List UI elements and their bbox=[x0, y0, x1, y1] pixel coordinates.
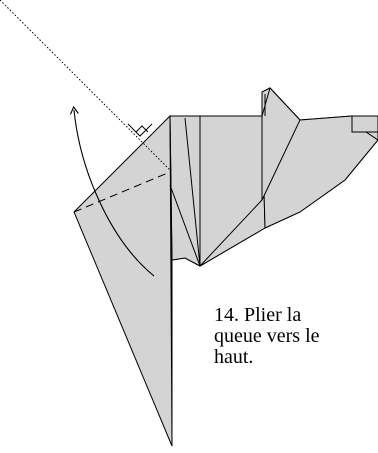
ear-tab bbox=[351, 115, 378, 141]
fold-arrow bbox=[69, 105, 155, 277]
model-body bbox=[73, 87, 378, 447]
crease-line bbox=[169, 184, 201, 267]
crease-line bbox=[199, 199, 263, 267]
crease-line bbox=[169, 115, 173, 261]
body-front bbox=[169, 115, 266, 267]
tail-flap bbox=[73, 114, 173, 447]
instruction-line-3: haut. bbox=[214, 346, 254, 368]
crease-line bbox=[184, 117, 201, 267]
step-instruction: 14. Plier la queue vers le haut. bbox=[214, 305, 374, 368]
reference-dotted-line bbox=[0, 0, 171, 171]
right-angle-mark-box bbox=[135, 125, 149, 133]
right-angle-mark bbox=[127, 123, 153, 137]
valley-fold-line bbox=[73, 171, 171, 213]
instruction-line-2: queue vers le bbox=[214, 325, 320, 347]
instruction-line-1: 14. Plier la bbox=[214, 304, 302, 326]
